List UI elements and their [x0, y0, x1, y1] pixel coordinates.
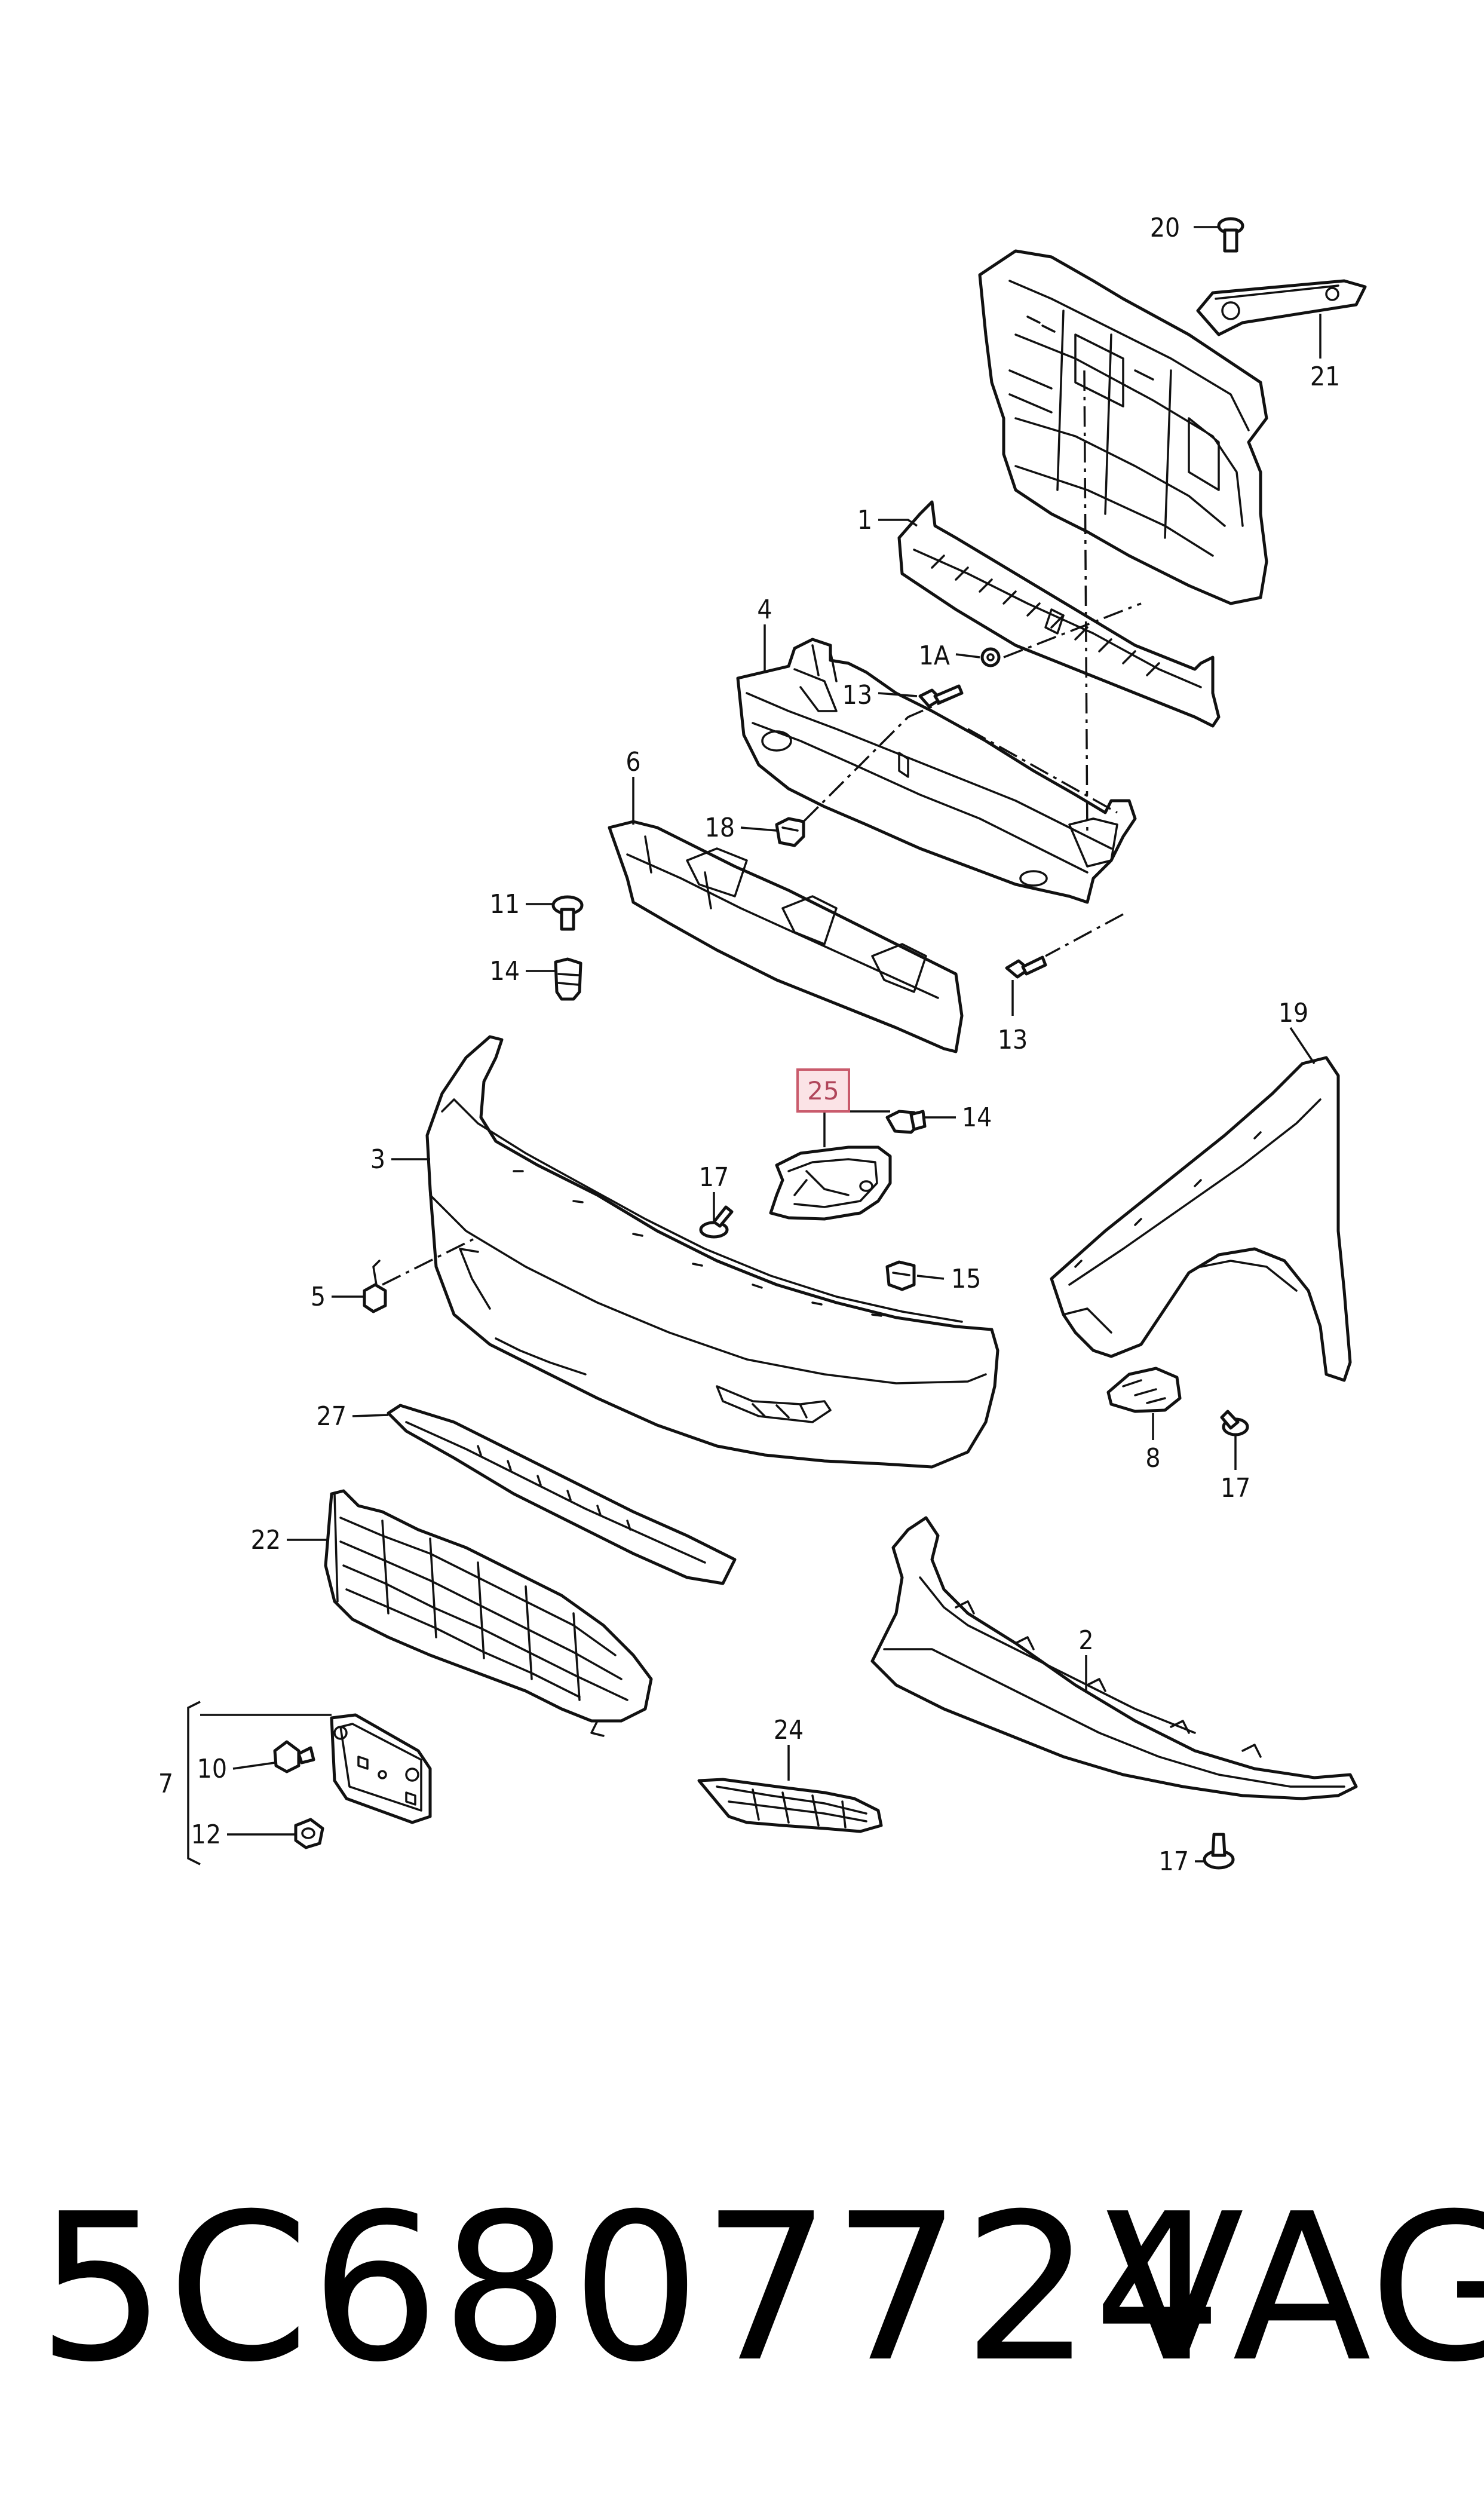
callout-25-highlighted[interactable]: 25 [807, 1076, 839, 1105]
part-22-grille-drawing [324, 1489, 653, 1737]
clip-15-drawing [885, 1260, 916, 1291]
callout-2[interactable]: 2 [1078, 1625, 1093, 1656]
part-4-drawing [736, 638, 1137, 904]
callout-12[interactable]: 12 [191, 1819, 221, 1850]
part-24-grille-drawing [697, 1778, 883, 1833]
callout-6[interactable]: 6 [626, 747, 640, 777]
lock-carrier-drawing [978, 249, 1268, 605]
part-number-text: 5C6807724 [37, 2170, 1224, 2407]
callout-4[interactable]: 4 [757, 595, 772, 625]
callout-24[interactable]: 24 [774, 1715, 804, 1745]
callout-13-lower[interactable]: 13 [998, 1025, 1028, 1055]
clip-14-left-drawing [554, 957, 582, 1001]
screw-17-right-drawing [1220, 1410, 1249, 1436]
callout-14-left[interactable]: 14 [490, 956, 520, 987]
part-6-drawing [608, 820, 964, 1053]
part-1-drawing [897, 500, 1221, 728]
part-2-spoiler-drawing [870, 1516, 1358, 1800]
callout-20[interactable]: 20 [1150, 213, 1180, 243]
highlight-box-25 [796, 1068, 850, 1113]
screw-11-drawing [551, 895, 584, 931]
callout-1[interactable]: 1 [857, 505, 872, 535]
screw-10-drawing [273, 1740, 315, 1773]
screw-20-drawing [1217, 217, 1244, 253]
callout-14-right[interactable]: 14 [962, 1102, 992, 1133]
clip-18-drawing [775, 817, 805, 847]
part-8-bracket-drawing [1106, 1367, 1182, 1413]
callout-22[interactable]: 22 [251, 1525, 281, 1555]
screw-13-lower-drawing [1005, 955, 1047, 979]
callout-8[interactable]: 8 [1145, 1443, 1160, 1474]
callout-15[interactable]: 15 [951, 1264, 981, 1294]
callout-27[interactable]: 27 [317, 1401, 347, 1432]
callout-19[interactable]: 19 [1278, 998, 1308, 1028]
screw-17-left-drawing [699, 1205, 734, 1239]
screw-13-upper-drawing [918, 684, 964, 708]
callout-11[interactable]: 11 [490, 889, 520, 920]
part-19-fender-drawing [1050, 1056, 1352, 1382]
callout-10[interactable]: 10 [197, 1754, 227, 1784]
callout-17-right[interactable]: 17 [1221, 1473, 1250, 1503]
callout-3[interactable]: 3 [370, 1144, 385, 1175]
callout-13-upper[interactable]: 13 [842, 680, 872, 710]
callout-17-left[interactable]: 17 [699, 1162, 729, 1193]
screw-12-drawing [294, 1818, 324, 1849]
part-25-bracket-drawing [769, 1145, 892, 1221]
callout-7[interactable]: 7 [158, 1769, 173, 1799]
screw-17-bottom-drawing [1203, 1833, 1235, 1870]
bracket-21-drawing [1196, 279, 1367, 336]
callout-1a[interactable]: 1A [919, 641, 950, 671]
clip-14-right-drawing [885, 1110, 927, 1134]
callout-17-bottom[interactable]: 17 [1159, 1846, 1189, 1877]
part-7-plate-bracket-drawing [330, 1713, 432, 1824]
nut-1a-drawing [980, 647, 1001, 667]
clip-5-drawing [363, 1260, 387, 1313]
part-3-bumper-drawing [425, 1035, 999, 1469]
part-27-strip-drawing [387, 1404, 737, 1585]
callout-18[interactable]: 18 [705, 813, 735, 843]
assembly-lines [382, 370, 1142, 1286]
callout-5[interactable]: 5 [311, 1282, 326, 1312]
leader-lines [187, 226, 1322, 1865]
callout-21[interactable]: 21 [1310, 362, 1340, 392]
brand-text: VAG [1105, 2170, 1484, 2407]
callout-labels: 20 21 1 1A 4 13 6 18 11 14 13 19 3 14 17… [158, 213, 1340, 1877]
